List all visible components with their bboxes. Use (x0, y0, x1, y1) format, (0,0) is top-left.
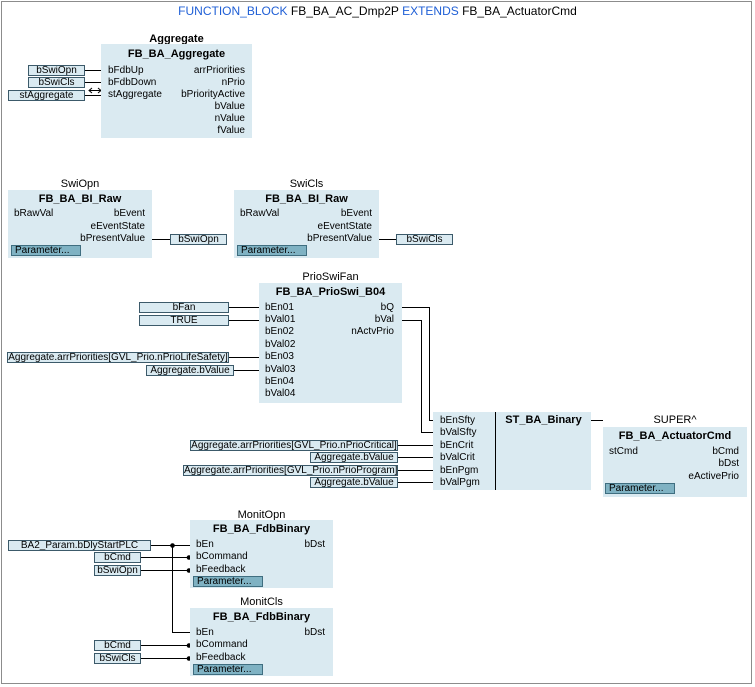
swiopn-instance-label: SwiOpn (8, 178, 152, 190)
var-bfan[interactable]: bFan (139, 302, 229, 313)
monitopn-type-label: FB_BA_FdbBinary (190, 523, 333, 535)
pin-bfdbup[interactable]: bFdbUp (108, 65, 144, 77)
pin-fvalue[interactable]: fValue (217, 125, 245, 137)
pin-bval02[interactable]: bVal02 (265, 339, 295, 351)
pin-bfeedback[interactable]: bFeedback (196, 564, 245, 576)
var-agg-prio-lifesafety[interactable]: Aggregate.arrPriorities[GVL_Prio.nPrioLi… (7, 352, 229, 363)
junction-dot (170, 543, 175, 548)
monitopn-parameter-button[interactable]: Parameter... (193, 576, 263, 587)
var-bdlystartplc[interactable]: BA2_Param.bDlyStartPLC (8, 540, 151, 551)
pin-bpresentvalue[interactable]: bPresentValue (307, 233, 372, 245)
pin-eactiveprio[interactable]: eActivePrio (688, 471, 739, 483)
wire-bval-to-bvalsfty (402, 321, 437, 433)
monitcls-parameter-button[interactable]: Parameter... (193, 664, 263, 675)
pin-bvalsfty[interactable]: bValSfty (440, 427, 477, 439)
pin-ben[interactable]: bEn (196, 539, 214, 551)
monitcls-type-label: FB_BA_FdbBinary (190, 611, 333, 623)
pin-bvalue[interactable]: bValue (215, 101, 245, 113)
pin-bpriorityactive[interactable]: bPriorityActive (181, 89, 245, 101)
monitopn-block[interactable]: FB_BA_FdbBinary bEn bCommand bFeedback b… (190, 520, 333, 588)
var-swiopn-out[interactable]: bSwiOpn (170, 234, 227, 245)
swicls-instance-label: SwiCls (234, 178, 379, 190)
pin-eeventstate[interactable]: eEventState (91, 221, 145, 233)
pin-staggregate[interactable]: stAggregate (108, 89, 162, 101)
swicls-parameter-button[interactable]: Parameter... (237, 245, 307, 256)
pin-bvalpgm[interactable]: bValPgm (440, 477, 480, 489)
prioswifan-block[interactable]: FB_BA_PrioSwi_B04 bEn01 bVal01 bEn02 bVa… (259, 283, 402, 403)
pin-bq[interactable]: bQ (381, 302, 394, 314)
base-block-name: FB_BA_ActuatorCmd (462, 4, 577, 18)
pin-bval03[interactable]: bVal03 (265, 364, 295, 376)
super-instance-label: SUPER^ (603, 414, 747, 426)
keyword-function-block: FUNCTION_BLOCK (178, 4, 287, 18)
pin-bevent[interactable]: bEvent (341, 208, 372, 220)
pin-bensfty[interactable]: bEnSfty (440, 415, 475, 427)
pin-bval[interactable]: bVal (375, 314, 394, 326)
pin-bevent[interactable]: bEvent (114, 208, 145, 220)
var-agg-prio-critical[interactable]: Aggregate.arrPriorities[GVL_Prio.nPrioCr… (190, 440, 398, 451)
var-agg-prio-program[interactable]: Aggregate.arrPriorities[GVL_Prio.nPrioPr… (183, 465, 398, 476)
pin-bcmd[interactable]: bCmd (712, 446, 739, 458)
super-parameter-button[interactable]: Parameter... (605, 483, 675, 494)
pin-bval04[interactable]: bVal04 (265, 388, 295, 400)
super-type-label: FB_BA_ActuatorCmd (603, 430, 747, 442)
aggregate-block[interactable]: FB_BA_Aggregate bFdbUp bFdbDown stAggreg… (101, 44, 252, 138)
aggregate-type-label: FB_BA_Aggregate (101, 48, 252, 60)
prioswifan-instance-label: PrioSwiFan (259, 271, 402, 283)
swiopn-parameter-button[interactable]: Parameter... (11, 245, 81, 256)
super-block[interactable]: FB_BA_ActuatorCmd stCmd bCmd bDst eActiv… (603, 427, 747, 497)
var-agg-bvalue-pgm[interactable]: Aggregate.bValue (310, 477, 398, 488)
var-bswiopn-fdb[interactable]: bSwiOpn (94, 565, 141, 576)
pin-bencrit[interactable]: bEnCrit (440, 440, 473, 452)
pin-ben[interactable]: bEn (196, 627, 214, 639)
prioswifan-type-label: FB_BA_PrioSwi_B04 (259, 286, 402, 298)
pin-bdst[interactable]: bDst (304, 539, 325, 551)
pin-eeventstate[interactable]: eEventState (318, 221, 372, 233)
pin-ben03[interactable]: bEn03 (265, 351, 294, 363)
pin-benpgm[interactable]: bEnPgm (440, 465, 478, 477)
var-bswicls-fdb[interactable]: bSwiCls (94, 653, 141, 664)
inout-arrow-icon (89, 88, 101, 93)
pin-bcommand[interactable]: bCommand (196, 639, 248, 651)
swicls-type-label: FB_BA_BI_Raw (234, 193, 379, 205)
var-staggregate[interactable]: stAggregate (8, 90, 85, 101)
pin-brawval[interactable]: bRawVal (240, 208, 279, 220)
var-agg-bvalue-crit[interactable]: Aggregate.bValue (310, 452, 398, 463)
swiopn-block[interactable]: FB_BA_BI_Raw bRawVal bEvent eEventState … (8, 190, 152, 258)
var-swicls-out[interactable]: bSwiCls (396, 234, 453, 245)
pin-arrpriorities[interactable]: arrPriorities (194, 65, 245, 77)
st-ba-binary-block[interactable]: bEnSfty bValSfty bEnCrit bValCrit bEnPgm… (433, 412, 591, 490)
block-name: FB_BA_AC_Dmp2P (291, 4, 399, 18)
swiopn-type-label: FB_BA_BI_Raw (8, 193, 152, 205)
var-bcmd-cls[interactable]: bCmd (94, 640, 141, 651)
keyword-extends: EXTENDS (402, 4, 459, 18)
pin-bpresentvalue[interactable]: bPresentValue (80, 233, 145, 245)
pin-bdst[interactable]: bDst (304, 627, 325, 639)
var-bswicls[interactable]: bSwiCls (28, 77, 85, 88)
function-block-header: FUNCTION_BLOCK FB_BA_AC_Dmp2P EXTENDS FB… (0, 4, 755, 18)
pin-bcommand[interactable]: bCommand (196, 551, 248, 563)
pin-bvalcrit[interactable]: bValCrit (440, 452, 475, 464)
monitcls-block[interactable]: FB_BA_FdbBinary bEn bCommand bFeedback b… (190, 608, 333, 676)
wire-bq-to-benfsty (402, 308, 437, 421)
pin-bval01[interactable]: bVal01 (265, 314, 295, 326)
pin-bfdbdown[interactable]: bFdbDown (108, 77, 156, 89)
pin-ben02[interactable]: bEn02 (265, 326, 294, 338)
var-bcmd-opn[interactable]: bCmd (94, 552, 141, 563)
pin-ben01[interactable]: bEn01 (265, 302, 294, 314)
st-ba-binary-type-label: ST_BA_Binary (496, 414, 591, 426)
swicls-block[interactable]: FB_BA_BI_Raw bRawVal bEvent eEventState … (234, 190, 379, 258)
pin-ben04[interactable]: bEn04 (265, 376, 294, 388)
pin-bdst[interactable]: bDst (718, 458, 739, 470)
pin-nvalue[interactable]: nValue (215, 113, 245, 125)
pin-nactvprio[interactable]: nActvPrio (351, 326, 394, 338)
pin-brawval[interactable]: bRawVal (14, 208, 53, 220)
var-true[interactable]: TRUE (139, 315, 229, 326)
pin-bfeedback[interactable]: bFeedback (196, 652, 245, 664)
pin-stcmd[interactable]: stCmd (609, 446, 638, 458)
monitcls-instance-label: MonitCls (190, 596, 333, 608)
pin-nprio[interactable]: nPrio (222, 77, 245, 89)
var-bswiopn[interactable]: bSwiOpn (28, 65, 85, 76)
var-agg-bvalue[interactable]: Aggregate.bValue (146, 365, 234, 376)
